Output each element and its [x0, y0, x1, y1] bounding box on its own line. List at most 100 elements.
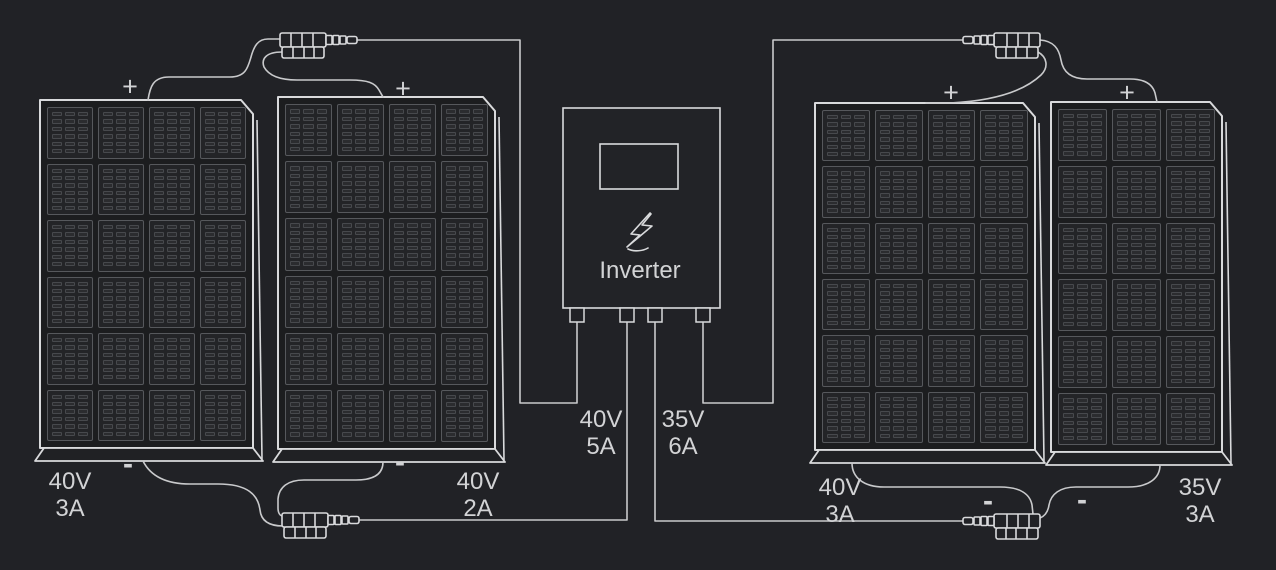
cell-bar [893, 411, 904, 416]
cell-bar [827, 283, 838, 289]
cell-bar [1171, 136, 1182, 141]
cell-bar [167, 424, 177, 429]
cell-bar [205, 225, 215, 230]
cell-bar [1117, 227, 1128, 233]
cell-bar [290, 116, 301, 122]
cell-bar [1145, 200, 1156, 206]
cell-bar [840, 115, 852, 120]
cell-bar [1131, 136, 1142, 141]
cell-bar [78, 367, 88, 373]
panel-cell-block [98, 220, 144, 272]
cell-bar [446, 139, 457, 144]
cell-bar [218, 168, 228, 173]
cell-bar [394, 280, 405, 286]
cell-bar [879, 418, 891, 424]
cell-bar [342, 409, 353, 415]
cell-bar [893, 178, 904, 184]
cell-bar [840, 257, 852, 262]
cell-bar [303, 181, 314, 186]
cell-bar [116, 409, 126, 414]
cell-bar [407, 360, 418, 365]
cell-bar [154, 141, 164, 147]
cell-bar [129, 345, 139, 350]
cell-bar [1077, 208, 1088, 213]
cell-bar [854, 404, 865, 409]
panel-cell-block [285, 275, 332, 328]
cell-bar [1077, 250, 1088, 255]
cell-bar [1199, 257, 1210, 262]
cell-bar [218, 119, 228, 124]
cell-bar [420, 139, 431, 144]
panel-cell-block [98, 107, 144, 159]
cell-bar [1117, 371, 1128, 376]
cell-bar [840, 362, 852, 367]
cell-bar [840, 291, 852, 296]
cell-bar [946, 283, 957, 289]
cell-bar [1185, 193, 1196, 198]
cell-bar [116, 296, 126, 301]
cell-bar [180, 431, 190, 436]
cell-bar [446, 318, 457, 323]
cell-bar [854, 418, 865, 424]
cell-bar [1145, 227, 1156, 233]
cell-bar [1199, 314, 1210, 319]
cell-bar [854, 411, 865, 416]
cell-bar [368, 166, 379, 171]
cell-bar [959, 396, 971, 402]
cell-bar [167, 367, 177, 373]
cell-bar [932, 122, 944, 127]
cell-bar [205, 183, 215, 188]
cell-bar [1117, 398, 1128, 403]
cell-bar [154, 288, 164, 294]
panel2-rating-label: 40V 2A [457, 468, 500, 522]
cell-bar [840, 122, 852, 127]
cell-bar [103, 431, 113, 436]
cell-bar [1091, 314, 1102, 319]
cell-bar [103, 190, 113, 196]
panel4-cell-grid [1058, 109, 1215, 445]
cell-bar [205, 318, 215, 323]
cell-bar [1145, 114, 1156, 119]
cell-bar [472, 424, 483, 430]
cell-bar [65, 409, 75, 414]
cell-bar [180, 424, 190, 429]
cell-bar [1117, 413, 1128, 418]
cell-bar [985, 235, 996, 240]
panel-cell-block [47, 220, 93, 272]
cell-bar [355, 116, 366, 122]
cell-bar [1077, 151, 1088, 156]
cell-bar [1199, 185, 1210, 191]
cell-bar [303, 295, 314, 301]
cell-bar [394, 253, 405, 258]
cell-bar [231, 119, 241, 124]
cell-bar [116, 318, 126, 323]
cell-bar [116, 190, 126, 196]
cell-bar [167, 205, 177, 210]
cell-bar [368, 253, 379, 258]
cell-bar [205, 338, 215, 343]
cell-bar [394, 345, 405, 350]
cell-bar [116, 126, 126, 132]
cell-bar [827, 426, 838, 431]
cell-bar [854, 320, 865, 326]
panel-cell-block [389, 161, 436, 214]
panel3-negative-wire [851, 462, 1034, 515]
cell-bar [959, 418, 971, 424]
cell-bar [303, 375, 314, 380]
cell-bar [420, 116, 431, 122]
cell-bar [1131, 299, 1142, 304]
cell-bar [906, 418, 918, 424]
cell-bar [959, 362, 971, 367]
cell-bar [854, 186, 865, 191]
cell-bar [932, 137, 944, 142]
cell-bar [985, 227, 996, 233]
cell-bar [368, 432, 379, 437]
cell-bar [368, 295, 379, 301]
cell-bar [231, 239, 241, 245]
cell-bar [394, 310, 405, 316]
cell-bar [840, 249, 852, 255]
cell-bar [342, 181, 353, 186]
cell-bar [854, 396, 865, 402]
cell-bar [932, 340, 944, 345]
cell-bar [459, 394, 470, 400]
